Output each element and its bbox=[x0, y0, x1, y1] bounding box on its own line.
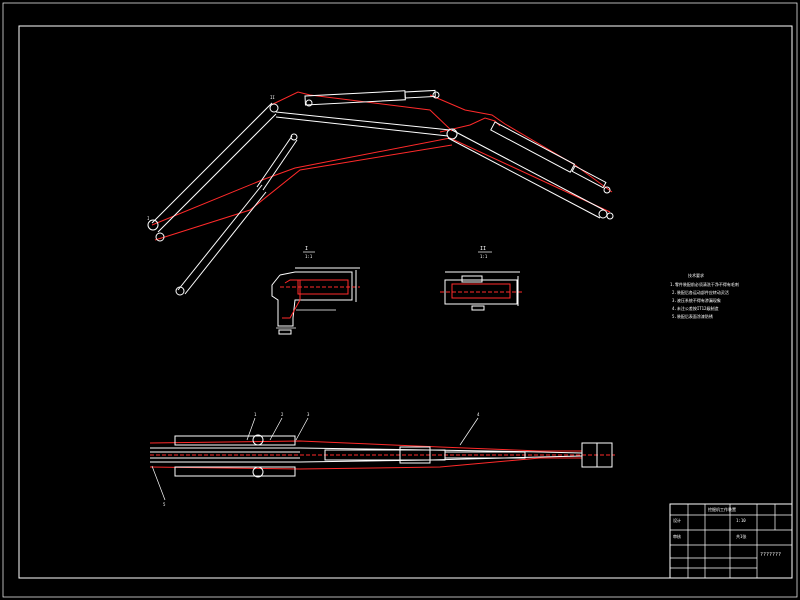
technical-requirements: 技术要求 1.零件装配前必须清洗干净不得有毛刺 2.装配后各运动部件应转动灵活 … bbox=[670, 272, 739, 319]
boom-cylinder-rod-a bbox=[177, 184, 263, 291]
plan-pivot-block bbox=[399, 446, 431, 464]
boom-cylinder-rod-b bbox=[184, 191, 267, 295]
detail-i-elbow bbox=[282, 279, 301, 319]
boom-upper-profile bbox=[270, 91, 453, 132]
boom-centerline bbox=[151, 137, 611, 226]
tb-designer: 设计 bbox=[673, 517, 681, 523]
tb-sheet-count: 共1张 bbox=[736, 533, 746, 539]
detail-view-ii: II 1:1 bbox=[440, 246, 522, 311]
balloon-5: 5 bbox=[163, 502, 166, 507]
arm-lower-edge bbox=[447, 137, 601, 219]
detail-i-annotation-box bbox=[278, 329, 292, 335]
ref-label-i: I bbox=[147, 216, 150, 221]
tb-drawing-name: 挖掘机工作装置 bbox=[708, 506, 736, 512]
arm-cylinder-rod bbox=[404, 89, 436, 99]
boom-upper-edge bbox=[151, 102, 273, 224]
boom-cylinder-barrel-b bbox=[262, 139, 298, 191]
balloon-1: 1 bbox=[254, 412, 257, 417]
tech-note-5: 5.装配后表面涂漆防锈 bbox=[672, 313, 713, 319]
plan-cylinder-upper bbox=[174, 435, 296, 446]
boom-top-chord bbox=[275, 111, 451, 131]
plan-taper-lower bbox=[299, 455, 583, 463]
boom-top-chord-2 bbox=[275, 116, 449, 137]
tech-note-3: 3.液压系统不得有渗漏现象 bbox=[672, 297, 721, 303]
detail-i-scale: 1:1 bbox=[305, 254, 313, 259]
tb-checker: 审核 bbox=[673, 533, 681, 539]
plan-taper-upper bbox=[299, 447, 583, 454]
tb-code: ??????? bbox=[760, 552, 781, 558]
boom-cylinder-lower-pin bbox=[175, 286, 185, 296]
boom-lower-profile bbox=[154, 144, 453, 241]
plan-pin-upper bbox=[252, 434, 264, 446]
detail-i-body-outline bbox=[271, 271, 353, 327]
tech-note-2: 2.装配后各运动部件应转动灵活 bbox=[672, 289, 729, 295]
arm-tip-pin bbox=[598, 209, 608, 219]
arm-cylinder-head-pin bbox=[305, 99, 313, 107]
leader-2 bbox=[269, 417, 283, 441]
plan-pin-lower bbox=[252, 466, 264, 478]
balloon-2: 2 bbox=[281, 412, 284, 417]
plan-arm-cylinder-rod bbox=[444, 451, 526, 459]
balloon-4: 4 bbox=[477, 412, 480, 417]
boom-foot-pin-lower bbox=[155, 232, 165, 242]
arm-upper-edge bbox=[451, 129, 605, 211]
boom-cylinder-barrel-a bbox=[256, 135, 293, 188]
boom-arm-elevation: I II bbox=[147, 89, 614, 296]
sheet-inner-frame bbox=[18, 25, 793, 579]
detail-ii-scale: 1:1 bbox=[480, 254, 488, 259]
detail-ii-flange bbox=[461, 275, 483, 283]
detail-ii-housing bbox=[444, 279, 518, 305]
ref-label-ii: II bbox=[270, 95, 275, 100]
tech-note-1: 1.零件装配前必须清洗干净不得有毛刺 bbox=[670, 281, 739, 287]
leader-4 bbox=[459, 417, 479, 446]
arm-cylinder-end-pin bbox=[432, 91, 440, 99]
balloon-3: 3 bbox=[307, 412, 310, 417]
detail-ii-numeral: II bbox=[480, 246, 486, 252]
tech-notes-title: 技术要求 bbox=[688, 272, 704, 278]
boom-arm-plan-view: 1 2 3 4 5 bbox=[149, 412, 615, 507]
detail-ii-hidden-rod bbox=[451, 283, 511, 299]
leader-5 bbox=[151, 465, 166, 501]
arm-tip-pin-2 bbox=[606, 212, 614, 220]
detail-i-numeral: I bbox=[305, 246, 308, 252]
boom-cylinder-upper-pin bbox=[290, 133, 298, 141]
bucket-cylinder-rod bbox=[571, 165, 607, 189]
leader-3 bbox=[295, 417, 309, 441]
leader-1 bbox=[246, 417, 256, 441]
boom-top-pin bbox=[269, 103, 279, 113]
tech-note-4: 4.未注公差按IT12级制造 bbox=[672, 305, 718, 311]
detail-view-i: I 1:1 bbox=[271, 246, 360, 335]
tb-scale: 1:10 bbox=[736, 518, 746, 523]
plan-red-envelope-bottom bbox=[149, 457, 582, 470]
detail-ii-annotation-box bbox=[471, 305, 485, 311]
arm-cylinder-barrel bbox=[304, 90, 406, 106]
title-block: 挖掘机工作装置 设计 审核 1:10 共1张 ??????? bbox=[669, 503, 793, 579]
plan-cylinder-lower bbox=[174, 466, 296, 477]
bucket-cylinder-barrel bbox=[490, 121, 576, 173]
title-block-frame bbox=[669, 503, 793, 579]
plan-red-envelope-top bbox=[149, 440, 582, 452]
boom-foot-pin bbox=[147, 219, 159, 231]
boom-arm-hinge-pin bbox=[446, 128, 458, 140]
bucket-cylinder-end-pin bbox=[603, 186, 611, 194]
boom-lower-edge bbox=[157, 113, 277, 233]
